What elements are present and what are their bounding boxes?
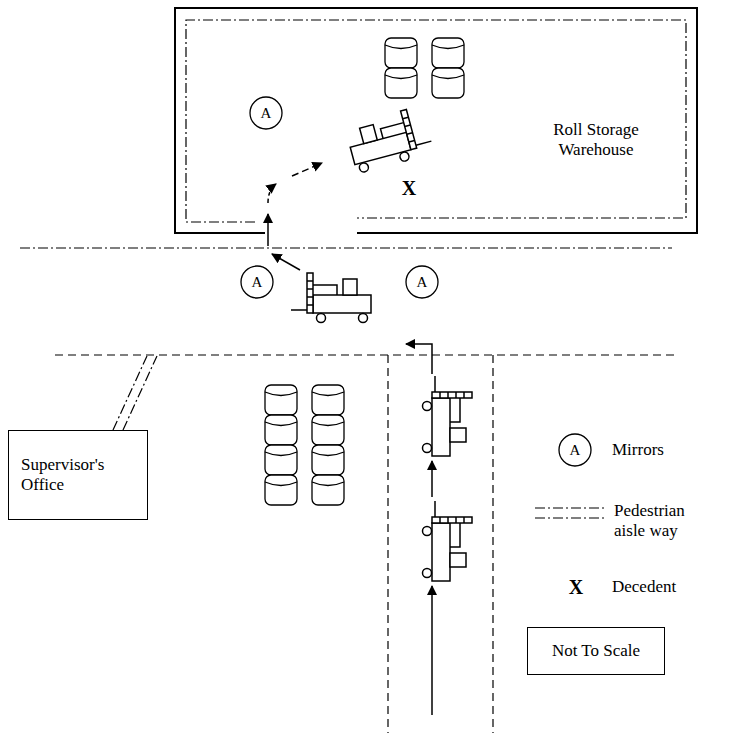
paper-roll bbox=[385, 38, 417, 68]
mirror-circle: A bbox=[405, 265, 439, 299]
paper-roll bbox=[265, 445, 297, 475]
paper-roll bbox=[312, 445, 344, 475]
warehouse-wall bbox=[175, 8, 697, 233]
forklift bbox=[345, 105, 435, 174]
box-text: Not To Scale bbox=[552, 641, 640, 661]
paper-roll bbox=[385, 68, 417, 98]
pedestrian-aisle bbox=[20, 247, 672, 248]
paper-roll bbox=[312, 385, 344, 415]
area-label: Roll Storage Warehouse bbox=[540, 120, 652, 161]
paper-roll bbox=[312, 415, 344, 445]
legend-aisle-sample bbox=[535, 508, 607, 518]
paper-roll bbox=[432, 68, 464, 98]
lane-line bbox=[387, 355, 388, 733]
paper-roll bbox=[265, 475, 297, 505]
decedent-mark: X bbox=[399, 176, 419, 200]
paper-roll bbox=[265, 385, 297, 415]
pedestrian-aisle bbox=[20, 248, 672, 430]
travel-arrow bbox=[272, 254, 300, 270]
forklift bbox=[291, 273, 371, 323]
mirror-letter: A bbox=[417, 273, 428, 291]
lane-line bbox=[55, 354, 675, 355]
legend-aisle-sample bbox=[535, 517, 607, 518]
legend-aisle-sample bbox=[535, 507, 607, 508]
mirror-letter: A bbox=[252, 273, 263, 291]
mirror-outline bbox=[406, 266, 438, 298]
travel-arrow bbox=[292, 163, 322, 176]
office-box: Supervisor's Office bbox=[8, 430, 148, 520]
mirror-letter: A bbox=[261, 104, 272, 122]
forklift bbox=[291, 105, 472, 581]
paper-roll bbox=[265, 415, 297, 445]
note-box: Not To Scale bbox=[527, 627, 665, 675]
forklift bbox=[423, 501, 473, 581]
legend-decedent-mark: X bbox=[566, 575, 586, 599]
mirror-outline bbox=[250, 97, 282, 129]
mirror-letter: A bbox=[570, 441, 581, 459]
legend-text: Decedent bbox=[612, 577, 722, 597]
travel-arrow bbox=[431, 586, 433, 715]
pedestrian-aisle bbox=[113, 356, 147, 430]
travel-arrow bbox=[267, 214, 269, 246]
travel-arrow bbox=[406, 344, 432, 374]
lane-line bbox=[492, 355, 493, 733]
paper-roll bbox=[312, 475, 344, 505]
box-text: Supervisor's Office bbox=[21, 455, 101, 496]
mirror-circle: A bbox=[249, 96, 283, 130]
travel-arrow bbox=[268, 184, 276, 203]
paper-roll bbox=[432, 38, 464, 68]
lane-line bbox=[55, 355, 675, 733]
mirror-circle: A bbox=[240, 265, 274, 299]
warehouse-wall bbox=[186, 20, 686, 222]
travel-arrow bbox=[431, 461, 433, 497]
forklift bbox=[423, 376, 473, 456]
travel-arrow bbox=[268, 163, 432, 715]
legend-text: Mirrors bbox=[612, 440, 722, 460]
mirror-outline bbox=[241, 266, 273, 298]
mirror-outline bbox=[559, 434, 591, 466]
warehouse-wall bbox=[175, 8, 697, 233]
pedestrian-aisle bbox=[123, 356, 157, 430]
legend-text: Pedestrian aisle way bbox=[614, 501, 714, 542]
legend-mirror-circle: A bbox=[558, 433, 592, 467]
